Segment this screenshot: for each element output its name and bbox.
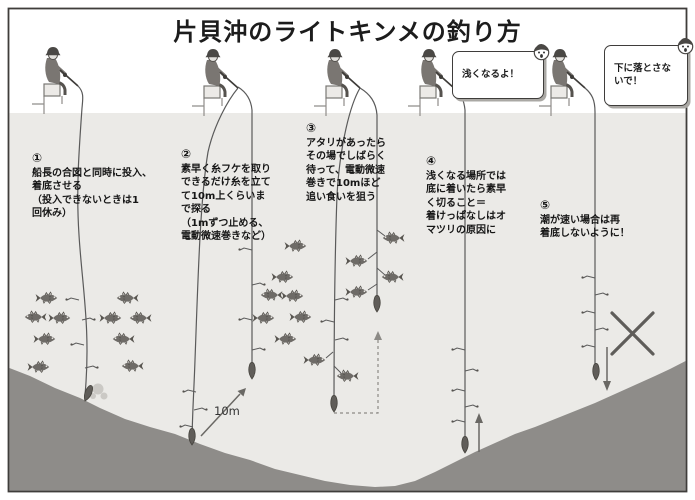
hook-branch [464, 368, 478, 372]
bait-dot [581, 345, 584, 348]
captain-face-icon [677, 37, 694, 55]
fisherman [312, 47, 362, 118]
bait-dot [65, 298, 68, 301]
retrieve-path-arrow [334, 331, 382, 414]
step-5-number: ⑤ [540, 198, 551, 212]
hook-branch [321, 319, 335, 323]
fisherman [30, 45, 80, 116]
bait-dot [346, 298, 349, 301]
hook-branch [334, 337, 348, 341]
hook-branch [594, 327, 608, 331]
speech-bubble-no-drop: 下に落とさな いで！ [604, 37, 694, 107]
bait-dot [346, 338, 349, 341]
step-4-text: 浅くなる場所では 底に着いたら素早 く切ること＝ 着けっぱなしはオ マツリの原因… [426, 171, 506, 236]
depth-arrow [200, 388, 246, 437]
step-5-text: 潮が速い場合は再 着底しないように！ [540, 215, 630, 240]
hook-branch [594, 292, 608, 296]
fishing-line-1 [77, 85, 88, 400]
no-drop-x-mark [610, 311, 655, 356]
fishing-line-2-initial [191, 87, 239, 445]
hook-branch [251, 282, 265, 286]
bait-dot [263, 348, 266, 351]
bait-dot [451, 389, 454, 392]
bait-dot [606, 328, 609, 331]
hook-branch [334, 297, 348, 301]
fisherman [406, 47, 456, 118]
hook-branch [180, 424, 194, 428]
speech-bubble-no-drop-text: 下に落とさな いで！ [614, 62, 672, 87]
step-1: ① 船長の合図と同時に投入、 着底させる （投入できないときは1 回休み） [32, 150, 182, 221]
step-1-number: ① [32, 151, 43, 165]
step-3-text: アタリがあったら その場でしばらく 待って、電動微速 巻きで10mほど 追い食い… [306, 138, 386, 203]
hook-branch [452, 419, 466, 423]
step-2-text: 素早く糸フケを取り できるだけ糸を立て て10m上くらいま で探る （1mずつ止… [181, 164, 271, 243]
hook-branch [452, 347, 466, 351]
bait-dot [238, 318, 241, 321]
bait-dot [476, 405, 479, 408]
step-2: ② 素早く糸フケを取り できるだけ糸を立て て10m上くらいま で探る （1mず… [181, 146, 293, 243]
seafloor [9, 361, 686, 491]
bait-dot [182, 390, 185, 393]
step-3: ③ アタリがあったら その場でしばらく 待って、電動微速 巻きで10mほど 追い… [306, 120, 416, 204]
hook-branch [84, 365, 98, 369]
bait-dot [606, 293, 609, 296]
fishing-line-3-initial [333, 87, 361, 412]
hook-branch [193, 407, 207, 411]
hook-branch [183, 389, 197, 393]
step-5: ⑤ 潮が速い場合は再 着底しないように！ [540, 197, 660, 241]
bait-dot [93, 318, 96, 321]
hook-branch [582, 310, 596, 314]
lift-arrow [475, 413, 483, 452]
bait-dot [70, 343, 73, 346]
hook-branch [66, 297, 80, 301]
speech-bubble-shallow-text: 浅くなるよ！ [462, 68, 520, 80]
page-title: 片貝沖のライトキンメの釣り方 [173, 18, 522, 46]
bait-dot [179, 425, 182, 428]
step-4: ④ 浅くなる場所では 底に着いたら素早 く切ること＝ 着けっぱなしはオ マツリの… [426, 153, 536, 237]
bait-dot [263, 283, 266, 286]
hook-branch [239, 317, 253, 321]
sediment-puff [90, 383, 108, 400]
bait-dot [96, 366, 99, 369]
hook-branch [81, 317, 95, 321]
step-3-number: ③ [306, 121, 317, 135]
step-2-number: ② [181, 147, 192, 161]
hooked-fish-connectors [325, 229, 386, 374]
step-4-number: ④ [426, 154, 437, 168]
fishing-line-2-raised [237, 86, 253, 378]
bait-dot [581, 276, 584, 279]
hook-branch [464, 404, 478, 408]
hook-branch [239, 247, 253, 251]
captain-face-icon [533, 43, 550, 61]
bait-dot [476, 369, 479, 372]
frame-border [7, 7, 688, 493]
fisherman [190, 47, 240, 118]
bait-dot [320, 320, 323, 323]
hook-branch [582, 275, 596, 279]
hook-branch [582, 344, 596, 348]
bait-dot [238, 248, 241, 251]
drop-arrow [603, 347, 611, 391]
hook-branch [71, 342, 85, 346]
step-1-text: 船長の合図と同時に投入、 着底させる （投入できないときは1 回休み） [32, 168, 152, 220]
speech-bubble-shallow: 浅くなるよ！ [452, 43, 550, 100]
bait-dot [205, 408, 208, 411]
fishing-line-3-raised [359, 87, 378, 311]
hook-branch [452, 388, 466, 392]
bait-dot [451, 420, 454, 423]
bait-dot [581, 311, 584, 314]
depth-arrow-label: 10m [214, 404, 240, 418]
hook-branch [251, 347, 265, 351]
bait-dot [451, 348, 454, 351]
fishing-line-5 [584, 87, 596, 379]
